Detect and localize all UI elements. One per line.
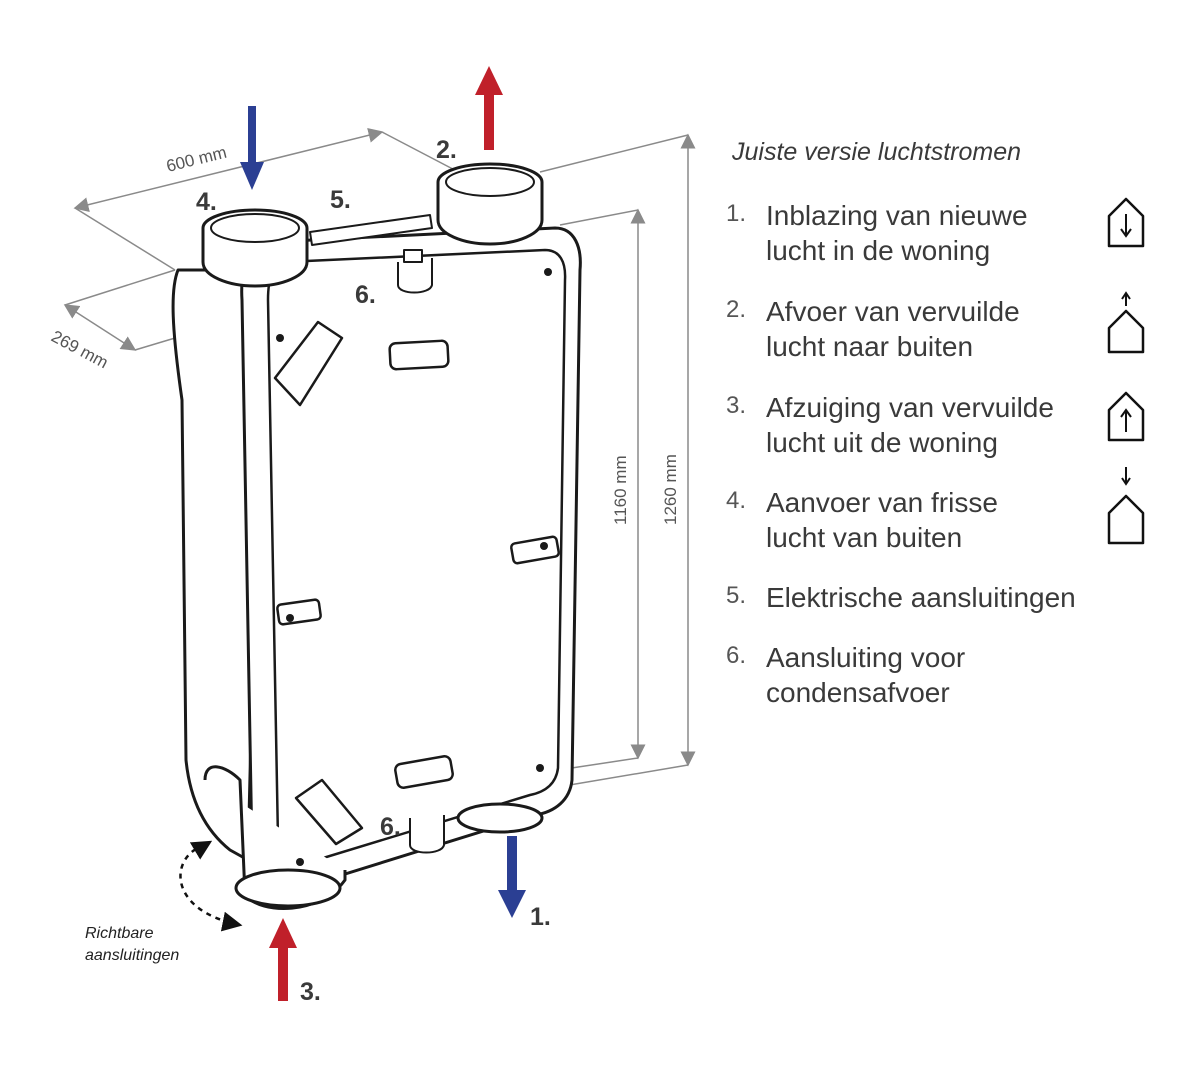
arrow-4-supply-in [240,106,264,190]
inner-height-label: 1160 mm [611,455,630,525]
rotatable-connections-note-line1: Richtbare [85,925,154,942]
legend-number: 3. [726,392,747,419]
callout-4: 4. [196,188,217,216]
legend-text: Aansluiting voor condensafvoer [766,642,966,708]
house-arrow-up-outside-icon [1107,291,1145,354]
width-label: 600 mm [164,143,228,176]
arrow-3-extract-from-home [269,918,297,1001]
legend-number: 5. [726,582,747,609]
width-dimension-line [73,127,384,213]
arrow-1-supply-into-home [498,836,526,918]
depth-dimension-line [63,304,137,351]
legend-text: Elektrische aansluitingen [766,582,1076,613]
rotate-connection-arrow [179,843,243,932]
house-arrow-up-inside-icon [1107,391,1145,442]
legend-number: 2. [726,296,747,323]
callout-1: 1. [530,903,551,931]
legend-number: 6. [726,642,747,669]
house-arrow-down-inside-icon [1107,197,1145,248]
depth-label: 269 mm [48,327,111,373]
rotatable-connections-note-line2: aansluitingen [85,947,179,964]
legend-title: Juiste versie luchtstromen [732,138,1022,166]
legend-number: 1. [726,200,747,227]
legend-text: Aanvoer van frisse lucht van buiten [766,487,998,553]
house-arrow-down-outside-icon [1107,467,1145,545]
callout-5: 5. [330,186,351,214]
legend-number: 4. [726,487,747,514]
callout-6-top: 6. [355,281,376,309]
legend-text: Afzuiging van vervuilde lucht uit de won… [766,392,1054,458]
arrow-2-exhaust-out [475,66,503,150]
legend-text: Afvoer van vervuilde lucht naar buiten [766,296,1020,362]
airflow-arrows [240,66,526,1001]
callout-2: 2. [436,136,457,164]
outer-height-label: 1260 mm [661,454,680,525]
callout-3: 3. [300,978,321,1006]
legend-text: Inblazing van nieuwe lucht in de woning [766,200,1028,266]
ventilation-unit [171,162,582,910]
callout-6-bottom: 6. [380,813,401,841]
